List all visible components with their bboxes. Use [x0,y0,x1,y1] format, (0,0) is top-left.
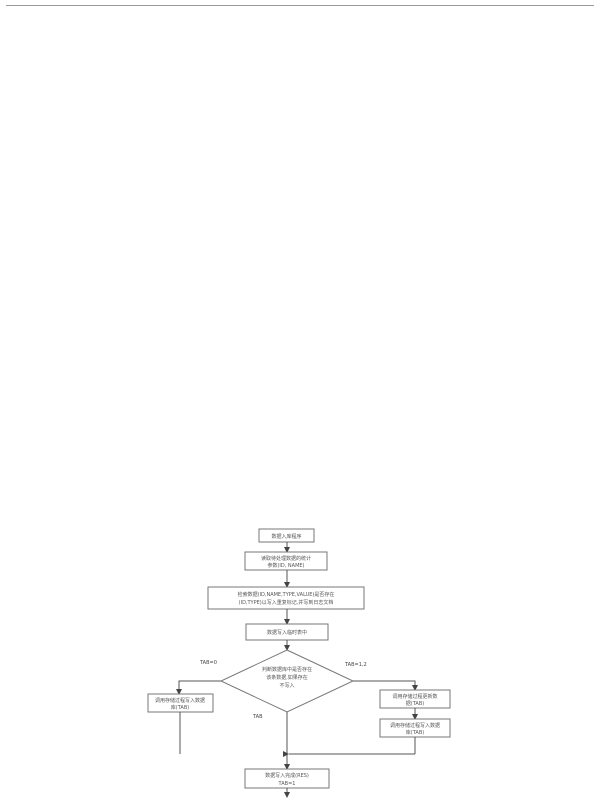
edge-label-down: TAB [252,714,263,720]
step1-line2: 参数(ID, NAME) [267,562,304,569]
start-node: 数据入库程序 [258,528,315,543]
step2-line2: (ID,TYPE)以写入重复标记,并写到日志文档 [239,599,334,606]
decision-line1: 判断数据库中是否存在 [262,666,312,673]
left-box-node: 调用存储过程写入数据 库(TAB) [147,693,214,713]
step3-label: 数据写入临时表中 [267,629,307,636]
step2-node: 检索数据(ID,NAME,TYPE,VALUE)是否存在 (ID,TYPE)以写… [207,586,365,610]
step3-node: 数据写入临时表中 [245,623,329,641]
start-node-label: 数据入库程序 [271,533,301,540]
right-box1-line2: 据(TAB) [406,700,424,707]
left-box-line2: 库(TAB) [171,704,189,711]
decision-line2: 该条数据,如果存在 [266,674,308,681]
edge-decision-right [353,680,418,691]
decision-node: 判断数据库中是否存在 该条数据,如果存在 不写入 [219,649,355,713]
end-line2: TAB=1 [278,781,296,787]
step2-line1: 检索数据(ID,NAME,TYPE,VALUE)是否存在 [238,591,335,598]
edge-label-left: TAB=0 [199,660,217,666]
edge-label-right: TAB=1,2 [344,662,367,668]
step1-node: 读取待处理数据的统计 参数(ID, NAME) [244,551,328,571]
header-rule [6,5,594,6]
right-box1-node: 调用存储过程更新数 据(TAB) [379,689,451,709]
end-node: 数据写入完成(RES) TAB=1 [244,768,330,789]
edge-decision-left [176,680,221,695]
right-box2-line1: 调用存储过程写入数据 [390,722,440,729]
right-box1-line1: 调用存储过程更新数 [392,693,437,700]
left-box-line1: 调用存储过程写入数据 [155,697,205,704]
decision-line3: 不写入 [279,683,294,689]
merge-arrowhead [283,751,289,757]
end-line1: 数据写入完成(RES) [265,772,309,779]
step1-line1: 读取待处理数据的统计 [261,555,311,562]
right-box2-node: 调用存储过程写入数据 库(TAB) [379,718,451,738]
right-box2-line2: 库(TAB) [406,729,424,736]
